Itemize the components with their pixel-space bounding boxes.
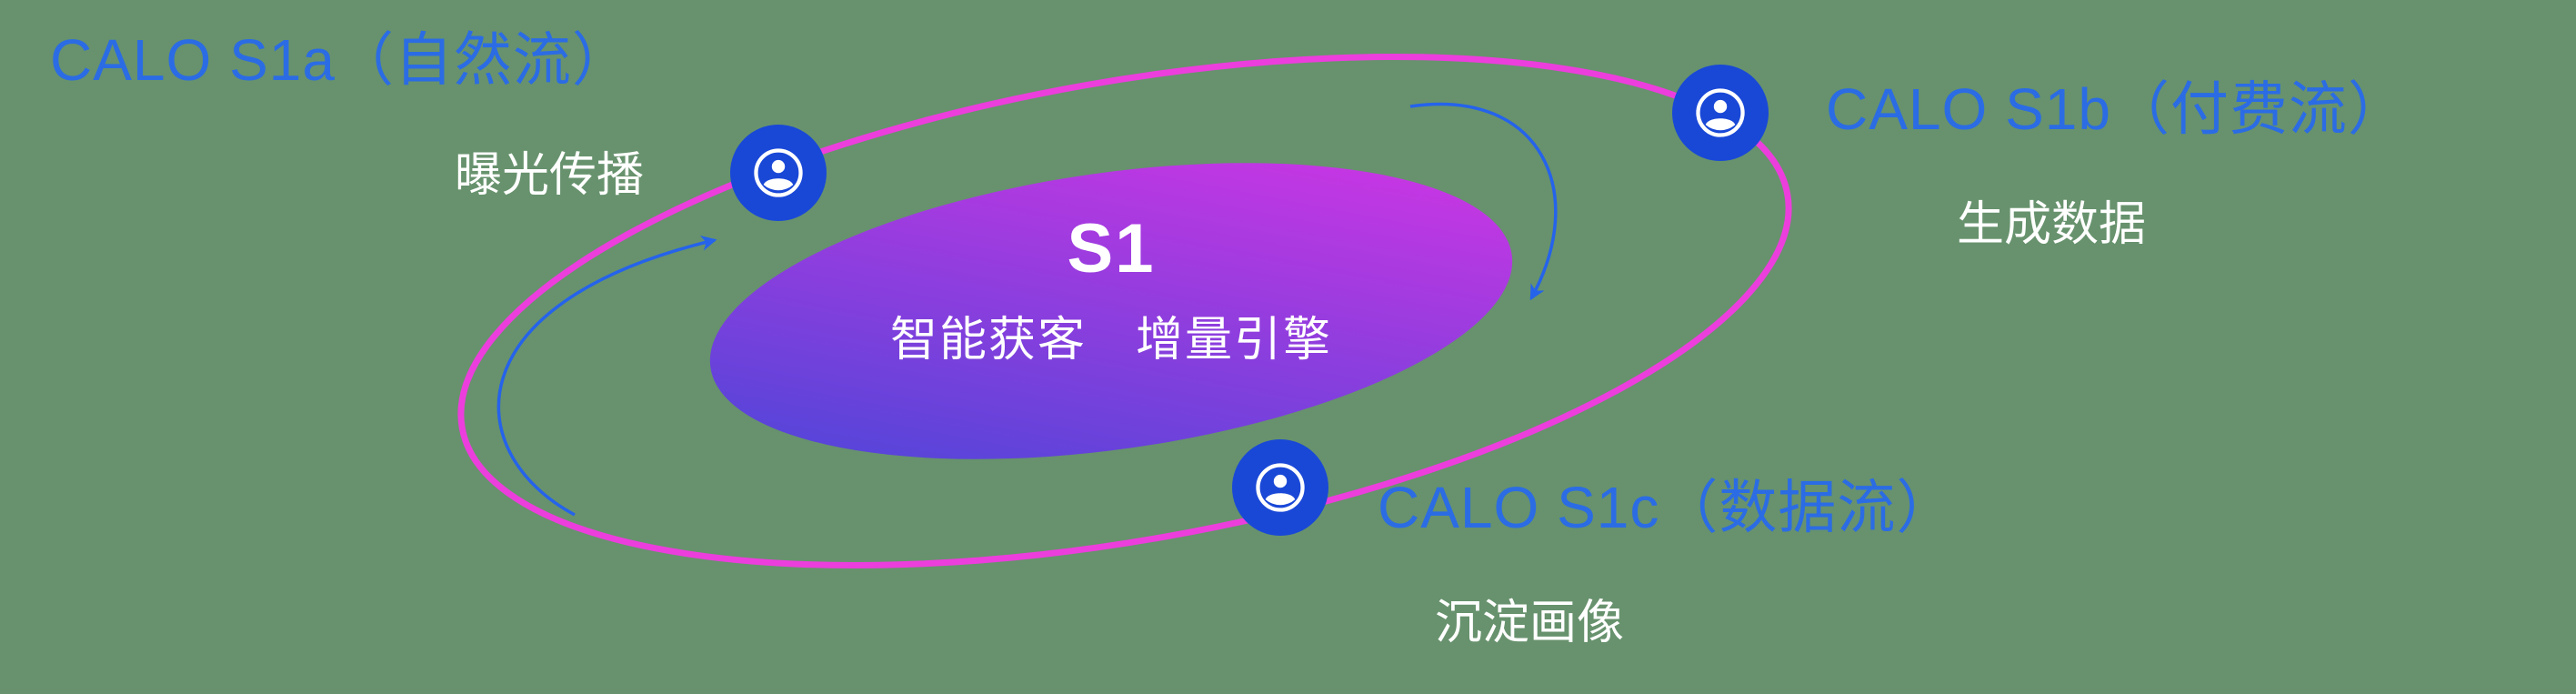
core-subtitle: 智能获客 增量引擎 xyxy=(889,314,1333,367)
arrow-left-icon xyxy=(496,236,717,517)
node-s1a-person-icon xyxy=(730,125,827,221)
node-s1b-title: CALO S1b（付费流） xyxy=(1826,76,2407,142)
node-s1b-subtitle: 生成数据 xyxy=(1957,198,2147,251)
node-s1c-subtitle: 沉淀画像 xyxy=(1435,597,1625,649)
orbit-ellipse xyxy=(457,54,1792,568)
core-label: S1 智能获客 增量引擎 xyxy=(890,209,1332,369)
core-title: S1 xyxy=(1067,210,1156,287)
core-ellipse xyxy=(709,163,1513,459)
node-s1b-person-icon xyxy=(1672,65,1769,161)
node-s1c-title: CALO S1c（数据流） xyxy=(1378,475,1956,540)
node-s1c-person-icon xyxy=(1232,439,1328,536)
node-s1a-subtitle: 曝光传播 xyxy=(455,149,645,202)
node-s1a-title: CALO S1a（自然流） xyxy=(50,27,631,93)
arrow-right-icon xyxy=(1409,102,1558,301)
